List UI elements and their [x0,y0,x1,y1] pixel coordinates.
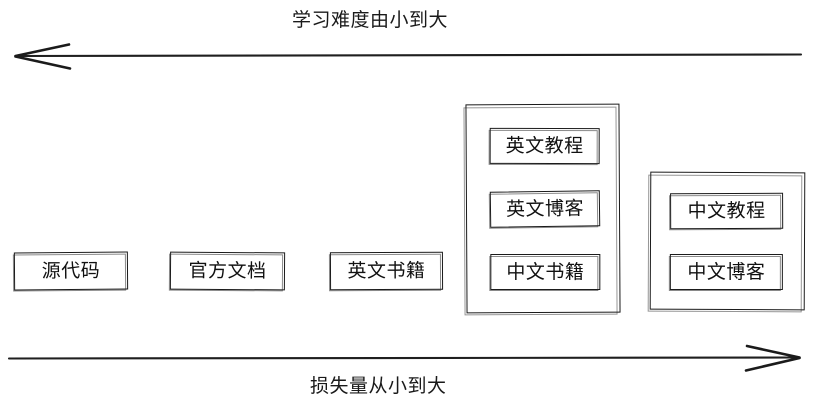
item-box-english-books[interactable]: 英文书籍 [329,251,444,291]
item-box-chinese-tutorials[interactable]: 中文教程 [670,192,784,230]
item-box-chinese-blogs[interactable]: 中文博客 [669,253,783,290]
item-label: 中文书籍 [506,260,585,283]
arrow-left-icon [14,43,803,70]
item-label: 中文博客 [687,260,766,283]
item-label: 英文教程 [505,134,584,158]
group-chinese: 中文教程 中文博客 [649,171,806,311]
item-box-english-blogs[interactable]: 英文博客 [489,190,601,228]
item-label: 英文书籍 [347,259,426,283]
item-label: 中文教程 [687,199,766,223]
item-box-source-code[interactable]: 源代码 [13,251,129,291]
top-axis-label: 学习难度由小到大 [292,9,449,31]
item-box-chinese-books[interactable]: 中文书籍 [490,253,601,290]
item-box-official-docs[interactable]: 官方文档 [169,251,286,291]
arrow-right-icon [7,344,801,372]
bottom-axis-label: 损失量从小到大 [310,375,447,397]
item-label: 官方文档 [188,259,267,283]
group-english-mixed: 英文教程 英文博客 中文书籍 [465,103,621,314]
item-box-english-tutorials[interactable]: 英文教程 [489,127,600,165]
item-label: 英文博客 [505,197,585,221]
item-label: 源代码 [41,259,101,283]
